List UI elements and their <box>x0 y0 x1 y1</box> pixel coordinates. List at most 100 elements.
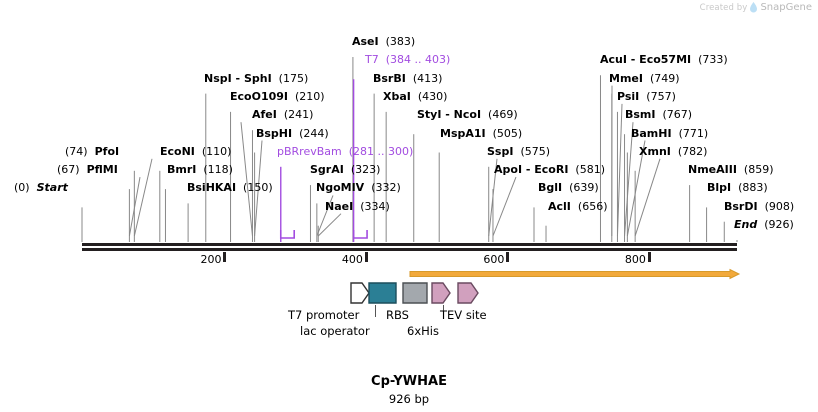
site-name: EcoO109I <box>230 89 288 103</box>
site-name: EcoNI <box>160 144 195 158</box>
site-label-xbai[interactable]: XbaI(430) <box>383 91 447 102</box>
feature-shape-tev-site <box>457 282 479 304</box>
ruler-tick-label: 400 <box>341 253 363 266</box>
ruler-tick-mark <box>647 252 651 262</box>
site-label-bmri[interactable]: BmrI(118) <box>167 164 233 175</box>
site-position: (926) <box>764 218 794 231</box>
snapgene-drop-icon <box>750 2 758 13</box>
site-name: T7 <box>365 53 379 67</box>
site-label-pbrrevbam[interactable]: pBRrevBam(281 .. 300) <box>277 146 413 157</box>
watermark-brand: SnapGene <box>760 2 812 13</box>
cds-orf-arrow[interactable] <box>405 265 750 284</box>
site-name: MmeI <box>609 71 643 85</box>
site-label-ecoo109i[interactable]: EcoO109I(210) <box>230 91 325 102</box>
site-position: (383) <box>385 35 416 48</box>
site-label-bsmi[interactable]: BsmI(767) <box>625 109 692 120</box>
site-label-mmei[interactable]: MmeI (749) <box>609 73 680 84</box>
site-position: (749) <box>649 71 680 85</box>
site-label-pflmi[interactable]: (67)PflMI <box>57 164 118 175</box>
site-position: (323) <box>350 163 381 177</box>
site-label-end[interactable]: End (926) <box>734 219 794 230</box>
site-position: (244) <box>299 126 329 140</box>
site-position: (110) <box>201 144 232 158</box>
site-position: (334) <box>360 199 390 213</box>
site-name: pBRrevBam <box>277 144 342 158</box>
site-name: NaeI <box>325 199 354 213</box>
site-label-naei[interactable]: NaeI (334) <box>325 201 390 212</box>
site-position: (241) <box>283 108 314 122</box>
site-label-bsrbi[interactable]: BsrBI (413) <box>373 73 442 84</box>
site-name: ApoI - EcoRI <box>494 163 569 177</box>
leader-lines <box>81 57 738 242</box>
site-name: AseI <box>352 35 379 48</box>
site-name: SgrAI <box>310 163 344 177</box>
site-position: (505) <box>492 126 523 140</box>
site-name: AclI <box>548 199 571 213</box>
site-name: End <box>734 218 758 231</box>
feature-6xhis[interactable] <box>431 282 451 304</box>
site-label-start[interactable]: (0) Start <box>14 182 68 193</box>
site-position: (413) <box>412 71 443 85</box>
site-position: (74) <box>65 144 88 158</box>
site-name: BsrBI <box>373 71 406 85</box>
site-label-bsrdi[interactable]: BsrDI(908) <box>724 201 794 212</box>
site-label-pfoi[interactable]: (74)PfoI <box>65 146 119 157</box>
site-position: (118) <box>203 163 233 177</box>
site-position: (859) <box>743 163 774 177</box>
site-name: Start <box>36 181 68 195</box>
site-position: (469) <box>488 108 518 122</box>
site-position: (733) <box>698 53 728 67</box>
site-label-psii[interactable]: PsiI (757) <box>617 91 676 102</box>
site-label-bsihkai[interactable]: BsiHKAI(150) <box>187 182 273 193</box>
site-label-mspa1i[interactable]: MspA1I(505) <box>440 128 522 139</box>
ruler-tick-label: 200 <box>200 253 222 266</box>
site-label-ngomiv[interactable]: NgoMIV (332) <box>316 182 401 193</box>
site-label-bgli[interactable]: BglI(639) <box>538 182 599 193</box>
ruler-bar-bottom <box>82 248 737 251</box>
ruler-bar-top <box>82 243 737 246</box>
site-position: (0) <box>14 181 30 195</box>
site-label-nspi-sphi[interactable]: NspI - SphI(175) <box>204 73 308 84</box>
site-name: StyI - NcoI <box>417 108 482 122</box>
site-label-sgrai[interactable]: SgrAI (323) <box>310 164 380 175</box>
site-name: PsiI <box>617 89 640 103</box>
feature-shape-rbs <box>402 282 428 304</box>
feature-caption: RBS <box>386 308 409 322</box>
site-label-afei[interactable]: AfeI(241) <box>252 109 313 120</box>
site-label-apoi-ecori[interactable]: ApoI - EcoRI (581) <box>494 164 605 175</box>
site-label-econi[interactable]: EcoNI (110) <box>160 146 231 157</box>
feature-shape-6xhis <box>431 282 451 304</box>
site-position: (656) <box>577 199 608 213</box>
ruler-tick-mark <box>223 252 227 262</box>
site-label-styi-ncoi[interactable]: StyI - NcoI (469) <box>417 109 518 120</box>
site-label-xmni[interactable]: XmnI(782) <box>639 146 707 157</box>
site-label-sspi[interactable]: SspI(575) <box>487 146 550 157</box>
site-name: PflMI <box>86 163 118 177</box>
site-name: XmnI <box>639 144 671 158</box>
site-label-bsphi[interactable]: BspHI (244) <box>256 128 329 139</box>
site-label-blpi[interactable]: BlpI(883) <box>707 182 768 193</box>
site-name: SspI <box>487 144 514 158</box>
site-position: (581) <box>575 163 606 177</box>
site-name: BspHI <box>256 126 293 140</box>
feature-t7-promoter[interactable] <box>350 282 370 304</box>
feature-tev-site[interactable] <box>457 282 479 304</box>
feature-caption: TEV site <box>440 308 487 322</box>
feature-lac-operator[interactable] <box>368 282 397 304</box>
sequence-title: Cp-YWHAE <box>371 374 447 389</box>
site-name: NgoMIV <box>316 181 365 195</box>
site-label-acli[interactable]: AclI (656) <box>548 201 608 212</box>
site-label-t7[interactable]: T7(384 .. 403) <box>365 54 450 65</box>
site-label-bamhi[interactable]: BamHI (771) <box>631 128 708 139</box>
site-label-acui-eco57mi[interactable]: AcuI - Eco57MI(733) <box>600 54 728 65</box>
site-name: BamHI <box>631 126 672 140</box>
site-label-nmeaiii[interactable]: NmeAIII(859) <box>688 164 774 175</box>
site-position: (771) <box>678 126 709 140</box>
site-position: (883) <box>738 181 768 195</box>
ruler-tick-label: 800 <box>624 253 646 266</box>
site-label-asei[interactable]: AseI (383) <box>352 36 415 47</box>
site-name: XbaI <box>383 89 411 103</box>
site-position: (757) <box>646 89 676 103</box>
site-position: (332) <box>371 181 401 195</box>
feature-rbs[interactable] <box>402 282 428 304</box>
